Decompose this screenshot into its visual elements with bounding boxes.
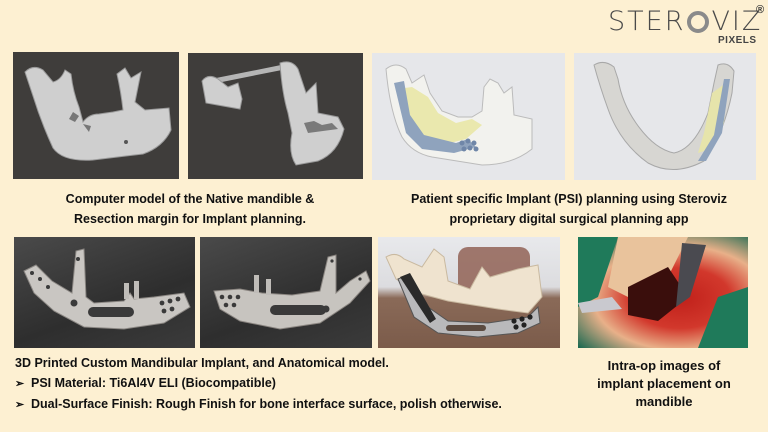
registered-mark: ® <box>756 4 765 16</box>
bullet-finish: ➢ Dual-Surface Finish: Rough Finish for b… <box>15 394 502 415</box>
implant-photo-2-image <box>200 237 372 348</box>
psi-planning-top-image <box>574 53 756 180</box>
resection-margin-model-image <box>188 53 363 179</box>
logo-text-right: VIZ <box>711 6 763 37</box>
caption-line: Patient specific Implant (PSI) planning … <box>410 192 727 206</box>
implant-heading: 3D Printed Custom Mandibular Implant, an… <box>15 356 389 370</box>
logo-subtitle: PIXELS <box>718 35 757 46</box>
implant-on-anatomical-model-image <box>378 237 560 348</box>
caption-line: proprietary digital surgical planning ap… <box>449 212 689 226</box>
psi-planning-lateral-image <box>372 53 565 180</box>
implant-description: 3D Printed Custom Mandibular Implant, an… <box>15 353 502 415</box>
native-model-caption: Computer model of the Native mandible & … <box>20 189 360 229</box>
caption-line: Resection margin for Implant planning. <box>74 212 306 226</box>
logo-ring-icon <box>687 11 710 33</box>
steroviz-logo: STER VIZ ® PIXELS <box>608 4 768 50</box>
native-mandible-model-image <box>13 52 179 179</box>
arrow-bullet-icon: ➢ <box>15 399 25 411</box>
bullet-text: PSI Material: Ti6Al4V ELI (Biocompatible… <box>31 376 276 390</box>
caption-line: Computer model of the Native mandible & <box>65 192 315 206</box>
intraop-photo-image <box>578 237 748 348</box>
logo-wordmark: STER VIZ <box>608 6 762 37</box>
arrow-bullet-icon: ➢ <box>15 378 25 390</box>
logo-text-left: STER <box>608 6 686 37</box>
caption-line: implant placement on <box>597 376 731 391</box>
psi-planning-caption: Patient specific Implant (PSI) planning … <box>380 189 758 229</box>
caption-line: Intra-op images of <box>607 358 721 373</box>
bullet-text: Dual-Surface Finish: Rough Finish for bo… <box>31 397 502 411</box>
caption-line: mandible <box>635 394 693 409</box>
implant-photo-1-image <box>14 237 195 348</box>
bullet-material: ➢ PSI Material: Ti6Al4V ELI (Biocompatibl… <box>15 373 502 394</box>
intraop-caption: Intra-op images of implant placement on … <box>578 357 750 411</box>
